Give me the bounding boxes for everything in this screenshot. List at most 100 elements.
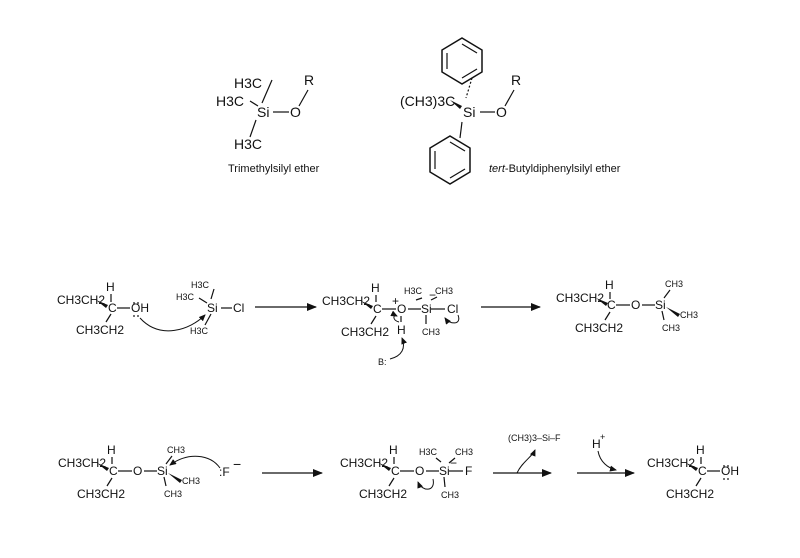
lone-pair-dot: [133, 302, 135, 304]
row2-silyl-ether: H CH3CH2 C O Si CH3 CH3 CH3 CH3CH2 :F −: [58, 443, 241, 501]
bond: [105, 313, 112, 323]
wedge-bond: [168, 473, 182, 483]
fluoride-charge: −: [233, 456, 241, 472]
ch3-label: CH3: [422, 327, 440, 337]
ch3-label: CH3: [662, 323, 680, 333]
curved-arrow: [417, 478, 434, 490]
bond: [435, 457, 442, 463]
ethyl-label: CH3CH2: [77, 487, 125, 501]
trimethylsilyl-ether-structure: H3C H3C Si O R H3C Trimethylsilyl ether: [216, 72, 320, 175]
tbu-label: (CH3)3C: [400, 93, 455, 109]
h-label: H: [107, 443, 116, 457]
hydroxyl-label: OH: [721, 464, 739, 478]
oxygen-label: O: [415, 464, 424, 478]
negative-charge: −: [450, 456, 457, 470]
wedge-bond: [379, 463, 391, 471]
ethyl-label: CH3CH2: [76, 323, 124, 337]
wedge-bond: [666, 307, 680, 317]
wedge-bond: [450, 100, 462, 109]
ch3-label: CH3: [665, 279, 683, 289]
lone-pair-dot: [133, 315, 135, 317]
phenyl-ring: [441, 37, 483, 85]
carbon-label: C: [108, 301, 117, 315]
carbon-label: C: [391, 464, 400, 478]
lone-pair-dot: [723, 478, 725, 480]
bond: [430, 296, 438, 301]
bond: [249, 119, 257, 138]
bond: [210, 288, 215, 300]
bond: [415, 297, 423, 301]
base-label: B:: [378, 357, 387, 367]
ethyl-label: CH3CH2: [556, 291, 604, 305]
bond: [204, 313, 212, 326]
ch3-label: CH3: [680, 310, 698, 320]
wedge-bond: [97, 463, 109, 471]
wedge-bond: [686, 463, 698, 471]
h3c-label: H3C: [419, 447, 438, 457]
cl-label: Cl: [233, 301, 244, 315]
ch3-label: CH3: [164, 489, 182, 499]
bond: [604, 311, 611, 321]
ethyl-label: CH3CH2: [57, 293, 105, 307]
row2-alcohol-product: H CH3CH2 C OH CH3CH2: [647, 443, 739, 501]
h3c-label: H3C: [404, 286, 423, 296]
curved-arrow: [389, 337, 408, 360]
h-label: H: [371, 281, 380, 295]
carbon-label: C: [109, 464, 118, 478]
bond: [388, 477, 395, 487]
row1-intermediate: H CH3CH2 C + O Si − H3C CH3 Cl CH3 CH3CH…: [322, 281, 460, 367]
curved-arrow: [597, 450, 617, 472]
h3c-top-label: H3C: [234, 75, 262, 91]
lone-pair-dot: [137, 315, 139, 317]
fluorine-label: F: [465, 464, 472, 478]
bond: [449, 141, 466, 152]
ethyl-label: CH3CH2: [322, 294, 370, 308]
ch3-label: CH3: [435, 286, 453, 296]
ethyl-label: CH3CH2: [359, 487, 407, 501]
ethyl-label: CH3CH2: [340, 456, 388, 470]
r-label: R: [511, 72, 521, 88]
wedge-bond: [96, 300, 108, 308]
si-label: Si: [157, 464, 168, 478]
bond: [298, 89, 309, 107]
bond: [165, 455, 173, 465]
bond: [261, 79, 273, 104]
lone-pair-dot: [727, 465, 729, 467]
bond: [106, 477, 113, 487]
wedge-bond: [361, 301, 373, 309]
si-label: Si: [207, 301, 218, 315]
h3c-bottom-label: H3C: [234, 136, 262, 152]
phenyl-ring: [429, 135, 471, 185]
bond: [449, 168, 466, 179]
o-label: O: [290, 104, 301, 120]
row1-alcohol: H CH3CH2 C OH CH3CH2: [57, 280, 149, 337]
si-label: Si: [655, 298, 666, 312]
ethyl-label: CH3CH2: [647, 456, 695, 470]
curved-arrow: [139, 314, 206, 332]
si-label: Si: [463, 104, 475, 120]
curved-arrow: [169, 455, 221, 469]
carbon-label: C: [373, 302, 382, 316]
hydrogen-label: H: [397, 323, 406, 337]
h-label: H: [605, 278, 614, 292]
curved-arrow: [516, 449, 536, 474]
negative-charge: −: [429, 288, 436, 302]
proton-label: H: [592, 437, 601, 451]
oxygen-label: O: [133, 464, 142, 478]
lone-pair-dot: [137, 302, 139, 304]
carbon-label: C: [607, 298, 616, 312]
proton-charge: +: [600, 432, 605, 442]
h3c-label: H3C: [176, 292, 195, 302]
si-label: Si: [421, 302, 432, 316]
fluoride-label: :F: [219, 465, 230, 479]
lone-pair-dot: [727, 478, 729, 480]
bond: [198, 297, 208, 304]
si-label: Si: [257, 104, 269, 120]
row1-tmscl: H3C H3C Si Cl H3C: [176, 280, 244, 336]
h3c-label: H3C: [191, 280, 210, 290]
curved-arrow: [444, 314, 460, 325]
bond: [163, 476, 167, 487]
bond: [249, 100, 259, 107]
cl-label: Cl: [447, 302, 458, 316]
